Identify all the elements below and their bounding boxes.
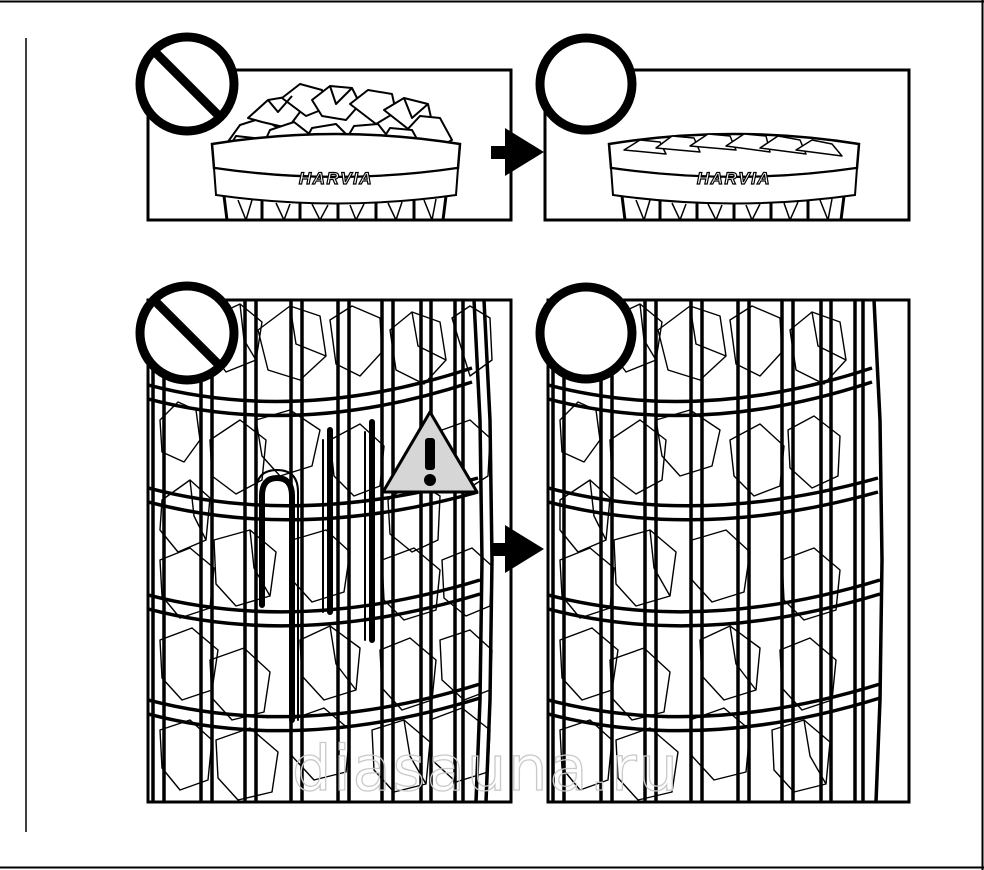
grid-vertical-bars (551, 300, 884, 802)
heating-elements (255, 419, 375, 723)
grid-horizontal-bands (548, 366, 881, 733)
arrow-right-icon (491, 128, 544, 176)
heater-basket (607, 132, 861, 220)
panel-stones-on-elements (135, 281, 513, 804)
watermark-text: diasauna.ru (292, 732, 680, 805)
panel-correct-stones: HARVIA (535, 33, 911, 222)
arrow-right-icon (491, 525, 544, 573)
stones-level (623, 133, 843, 157)
allowed-icon (535, 33, 637, 135)
grid-horizontal-bands (148, 366, 481, 733)
heater-basket (210, 132, 462, 220)
prohibited-icon (135, 281, 239, 385)
warning-icon (381, 410, 479, 494)
allowed-icon (535, 282, 637, 384)
prohibited-icon (135, 32, 239, 136)
panel-stones-correct-packing (535, 282, 911, 804)
brand-logo-text: HARVIA (299, 169, 373, 188)
brand-logo-text: HARVIA (697, 169, 771, 188)
panel-overfilled-stones: HARVIA (135, 32, 513, 222)
grid-vertical-bars (151, 300, 494, 802)
